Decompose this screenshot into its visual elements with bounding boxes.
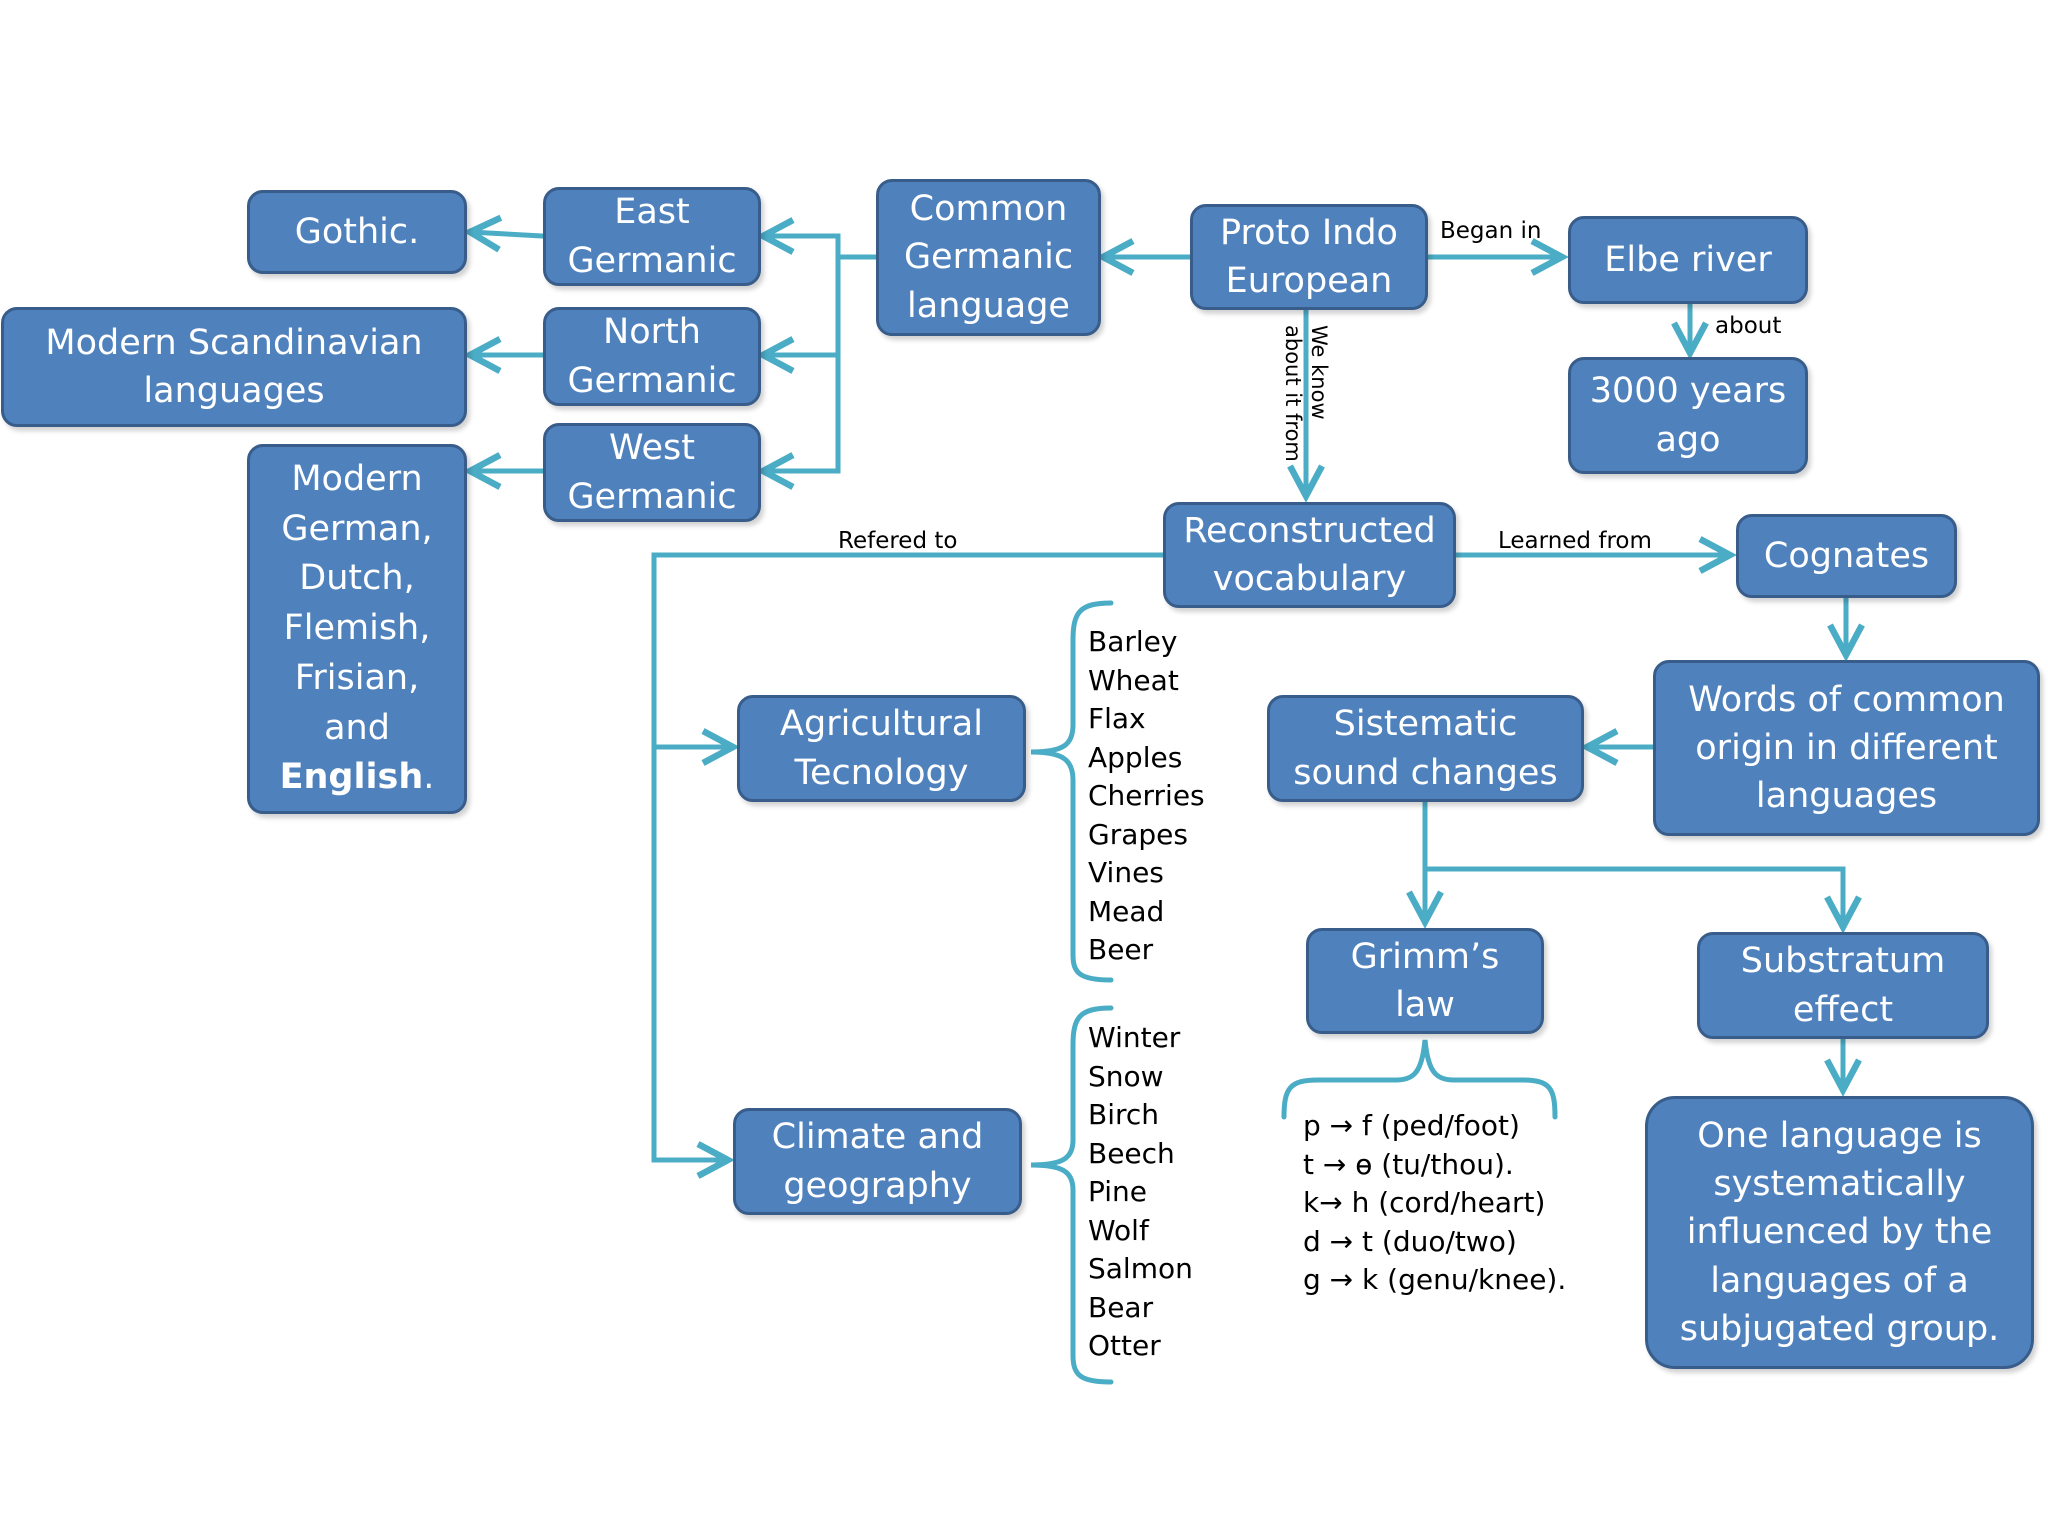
learned-from-label: Learned from	[1498, 528, 1652, 554]
english-emphasis: English	[279, 757, 424, 798]
list-item: Birch	[1088, 1098, 1160, 1131]
north-germanic-node: North Germanic	[543, 307, 761, 406]
common-germanic-node: Common Germanic language	[876, 179, 1101, 336]
list-item: Snow	[1088, 1059, 1164, 1093]
list-item: d → t (duo/two)	[1303, 1224, 1517, 1258]
list-item: Beer	[1088, 933, 1154, 966]
refered-to-label: Refered to	[838, 528, 958, 554]
substratum-effect-node: Substratum effect	[1697, 932, 1989, 1039]
refered-to-trunk	[651, 552, 1166, 1163]
list-item: Otter	[1088, 1329, 1161, 1362]
words-common-origin-node: Words of common origin in different lang…	[1653, 660, 2040, 836]
reconstructed-vocabulary-node: Reconstructed vocabulary	[1163, 502, 1456, 608]
cognates-node: Cognates	[1736, 514, 1957, 598]
brace-grimms-law	[1281, 1039, 1558, 1120]
branch-common-germanic	[835, 233, 879, 474]
arrow-east-to-gothic	[463, 214, 545, 253]
began-in-label: Began in	[1440, 218, 1542, 244]
climate-word-list: Winter Snow Birch Beech Pine Wolf Salmon…	[1088, 1019, 1193, 1366]
list-item: Wolf	[1088, 1213, 1149, 1247]
we-know-label: We know about it from	[1280, 325, 1331, 462]
climate-geography-node: Climate and geography	[733, 1108, 1022, 1215]
list-item: Apples	[1088, 740, 1183, 774]
list-item: Bear	[1088, 1290, 1154, 1324]
list-item: Barley	[1088, 625, 1178, 658]
list-item: Grapes	[1088, 817, 1188, 851]
list-item: Mead	[1088, 894, 1165, 928]
modern-scandinavian-node: Modern Scandinavian languages	[1, 307, 467, 427]
east-germanic-node: East Germanic	[543, 187, 761, 286]
list-item: Beech	[1088, 1136, 1175, 1170]
grimms-law-node: Grimm’s law	[1306, 928, 1544, 1034]
list-item: k→ h (cord/heart)	[1303, 1186, 1546, 1219]
list-item: t → ѳ (tu/thou).	[1303, 1147, 1514, 1181]
list-item: Pine	[1088, 1175, 1148, 1208]
list-item: Winter	[1088, 1021, 1181, 1054]
west-germanic-languages-node: Modern German, Dutch, Flemish, Frisian, …	[247, 444, 467, 814]
grimms-law-sound-changes: p → f (ped/foot) t → ѳ (tu/thou). k→ h (…	[1303, 1107, 1566, 1300]
agricultural-word-list: Barley Wheat Flax Apples Cherries Grapes…	[1088, 623, 1205, 970]
list-item: Flax	[1088, 702, 1146, 735]
proto-indo-european-node: Proto Indo European	[1190, 204, 1428, 310]
west-languages-period: .	[423, 757, 435, 798]
list-item: Wheat	[1088, 663, 1179, 697]
list-item: g → k (genu/knee).	[1303, 1263, 1567, 1296]
gothic-node: Gothic.	[247, 190, 467, 274]
west-germanic-node: West Germanic	[543, 423, 761, 522]
branch-systematic	[1422, 801, 1846, 872]
brace-agricultural	[1030, 600, 1114, 983]
list-item: Vines	[1088, 856, 1164, 889]
about-label: about	[1715, 313, 1782, 339]
systematic-sound-changes-node: Sistematic sound changes	[1267, 695, 1584, 802]
brace-climate	[1030, 1005, 1114, 1385]
list-item: p → f (ped/foot)	[1303, 1109, 1520, 1142]
west-languages-list: Modern German, Dutch, Flemish, Frisian, …	[281, 459, 433, 748]
substratum-definition-node: One language is systematically influence…	[1645, 1096, 2034, 1369]
list-item: Cherries	[1088, 779, 1205, 812]
agricultural-technology-node: Agricultural Tecnology	[737, 695, 1026, 802]
list-item: Salmon	[1088, 1252, 1193, 1285]
elbe-river-node: Elbe river	[1568, 216, 1808, 304]
years-ago-node: 3000 years ago	[1568, 357, 1808, 474]
